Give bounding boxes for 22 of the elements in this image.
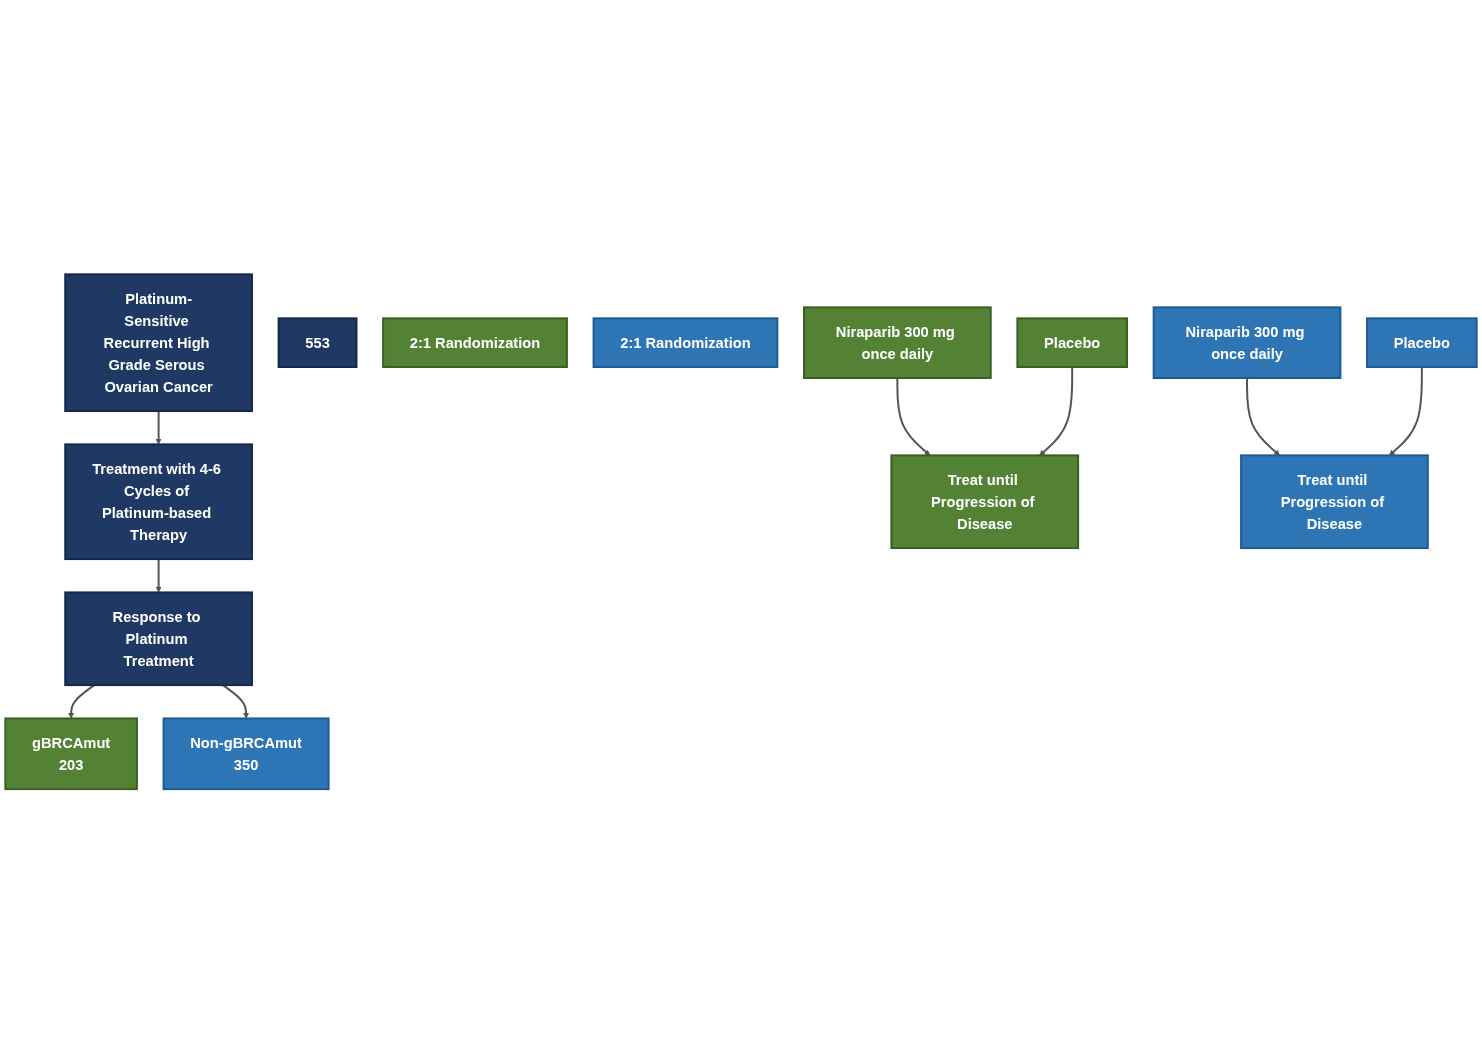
node-box: Placebo [1016, 317, 1128, 369]
node-box: Placebo [1366, 317, 1478, 369]
node-box: Non-gBRCAmut 350 [162, 717, 330, 791]
node-box: 553 [277, 317, 358, 369]
node-box: Niraparib 300 mg once daily [803, 306, 992, 380]
node-box: Platinum-Sensitive Recurrent High Grade Serous Ovarian Cancer [64, 273, 253, 413]
node-box: Niraparib 300 mg once daily [1152, 306, 1342, 380]
arrow [896, 377, 931, 456]
arrow [1039, 366, 1074, 456]
node-box: Treatment with 4-6 Cycles of Platinum-based Therapy [64, 443, 253, 561]
node-box: gBRCAmut 203 [4, 717, 138, 791]
arrow [221, 684, 249, 719]
node-box: 2:1 Randomization [592, 317, 779, 369]
node-box: Treat until Progression of Disease [890, 454, 1080, 550]
arrow [1246, 377, 1280, 456]
arrow [155, 410, 162, 445]
node-box: 2:1 Randomization [382, 317, 568, 369]
arrow [155, 558, 162, 593]
arrow [1388, 366, 1423, 456]
node-box: Response to Platinum Treatment [64, 591, 253, 687]
arrow [68, 684, 96, 719]
node-box: Treat until Progression of Disease [1240, 454, 1429, 550]
